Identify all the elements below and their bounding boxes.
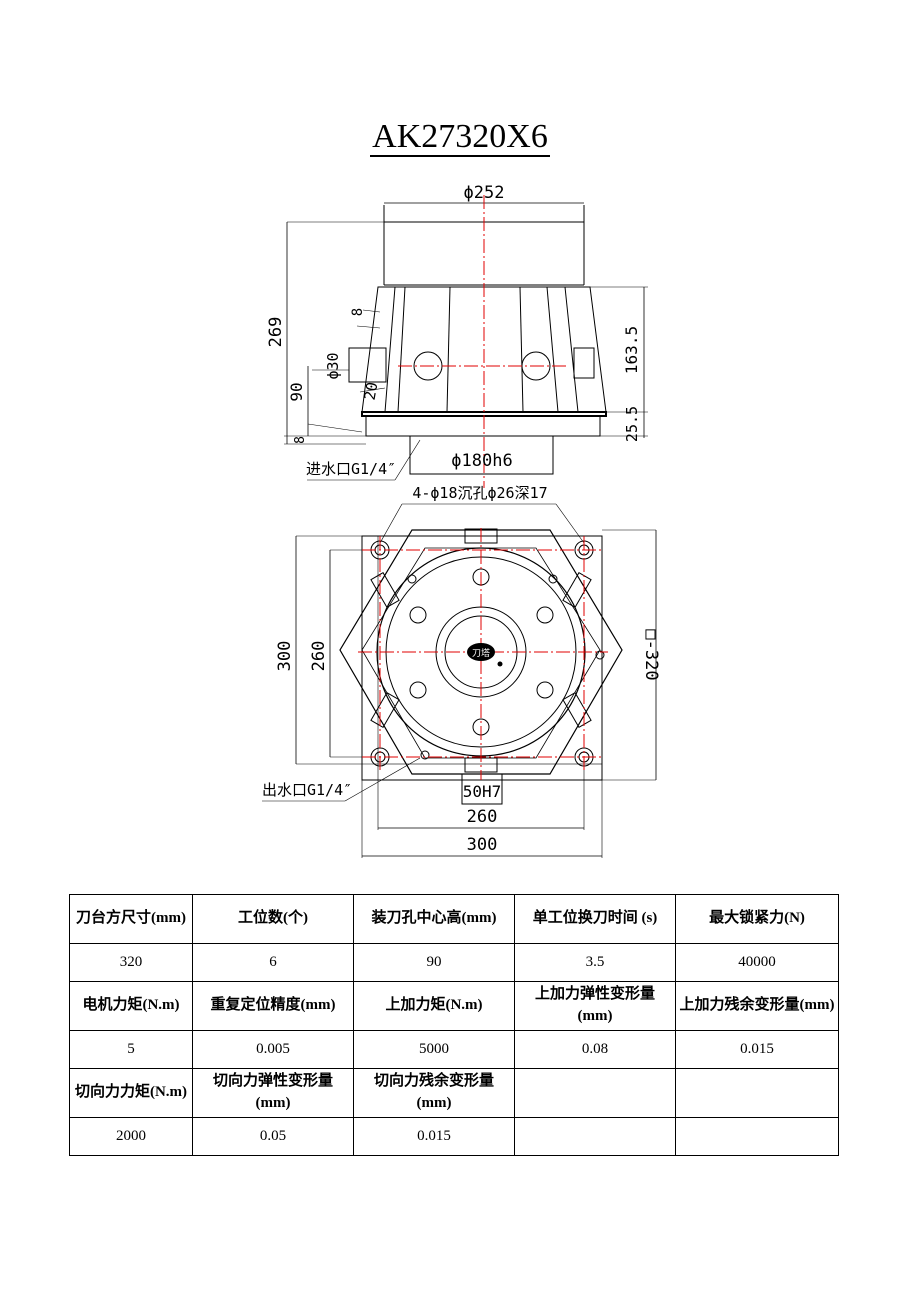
dim-260-left: 260 <box>309 641 329 672</box>
spec-value <box>514 1117 676 1156</box>
dim-260-bottom: 260 <box>467 807 498 827</box>
table-row: 切向力力矩(N.m) 切向力弹性变形量(mm) 切向力残余变形量(mm) <box>69 1068 839 1118</box>
logo-badge: 刀塔 <box>467 643 503 667</box>
dim-square: □-320 <box>641 629 661 680</box>
spec-value <box>675 1117 839 1156</box>
spec-value: 40000 <box>675 943 839 982</box>
spec-header <box>514 1068 676 1118</box>
spec-header: 切向力弹性变形量(mm) <box>192 1068 354 1118</box>
spec-header: 上加力残余变形量(mm) <box>675 981 839 1031</box>
spec-value: 90 <box>353 943 515 982</box>
dim-90: 90 <box>287 382 306 401</box>
spec-value: 0.05 <box>192 1117 354 1156</box>
dim-300-bottom: 300 <box>467 835 498 855</box>
dim-8-top: 8 <box>350 308 366 316</box>
spec-header: 切向力力矩(N.m) <box>69 1068 193 1118</box>
spec-value: 0.015 <box>353 1117 515 1156</box>
table-row: 320 6 90 3.5 40000 <box>69 943 839 982</box>
dim-163-5: 163.5 <box>622 326 641 374</box>
dim-25-5: 25.5 <box>623 406 641 442</box>
dim-8-bottom: 8 <box>293 436 308 444</box>
spec-value: 0.015 <box>675 1030 839 1069</box>
spec-header: 上加力弹性变形量(mm) <box>514 981 676 1031</box>
spec-header: 电机力矩(N.m) <box>69 981 193 1031</box>
spec-value: 6 <box>192 943 354 982</box>
spec-header: 单工位换刀时间 (s) <box>514 894 676 944</box>
table-row: 电机力矩(N.m) 重复定位精度(mm) 上加力矩(N.m) 上加力弹性变形量(… <box>69 981 839 1031</box>
dim-30: ϕ30 <box>324 352 342 379</box>
spec-value: 0.08 <box>514 1030 676 1069</box>
drawing-title: AK27320X6 <box>370 118 550 157</box>
spec-value: 0.005 <box>192 1030 354 1069</box>
technical-drawing: 刀塔 ϕ252 269 8 ϕ30 20 90 8 163.5 25.5 ϕ18… <box>262 183 661 858</box>
spec-value: 3.5 <box>514 943 676 982</box>
spec-header: 装刀孔中心高(mm) <box>353 894 515 944</box>
spec-header: 上加力矩(N.m) <box>353 981 515 1031</box>
water-outlet-label: 出水口G1/4″ <box>262 781 352 799</box>
spec-value: 2000 <box>69 1117 193 1156</box>
water-inlet-label: 进水口G1/4″ <box>306 460 396 478</box>
dim-base-diameter: ϕ180h6 <box>451 451 512 471</box>
svg-text:刀塔: 刀塔 <box>472 647 490 659</box>
keyway-label: 50H7 <box>463 782 502 801</box>
spec-header: 刀台方尺寸(mm) <box>69 894 193 944</box>
spec-header: 工位数(个) <box>192 894 354 944</box>
dim-top-diameter: ϕ252 <box>464 183 505 203</box>
spec-value: 320 <box>69 943 193 982</box>
spec-header: 切向力残余变形量(mm) <box>353 1068 515 1118</box>
table-row: 刀台方尺寸(mm) 工位数(个) 装刀孔中心高(mm) 单工位换刀时间 (s) … <box>69 894 839 944</box>
spec-value: 5000 <box>353 1030 515 1069</box>
spec-table: 刀台方尺寸(mm) 工位数(个) 装刀孔中心高(mm) 单工位换刀时间 (s) … <box>69 894 839 1156</box>
holes-note: 4-ϕ18沉孔ϕ26深17 <box>412 484 547 502</box>
dim-height: 269 <box>266 317 286 348</box>
spec-value: 5 <box>69 1030 193 1069</box>
spec-header: 重复定位精度(mm) <box>192 981 354 1031</box>
dim-20: 20 <box>361 381 382 402</box>
table-row: 2000 0.05 0.015 <box>69 1117 839 1156</box>
table-row: 5 0.005 5000 0.08 0.015 <box>69 1030 839 1069</box>
spec-header <box>675 1068 839 1118</box>
dim-300-left: 300 <box>275 641 295 672</box>
spec-header: 最大锁紧力(N) <box>675 894 839 944</box>
